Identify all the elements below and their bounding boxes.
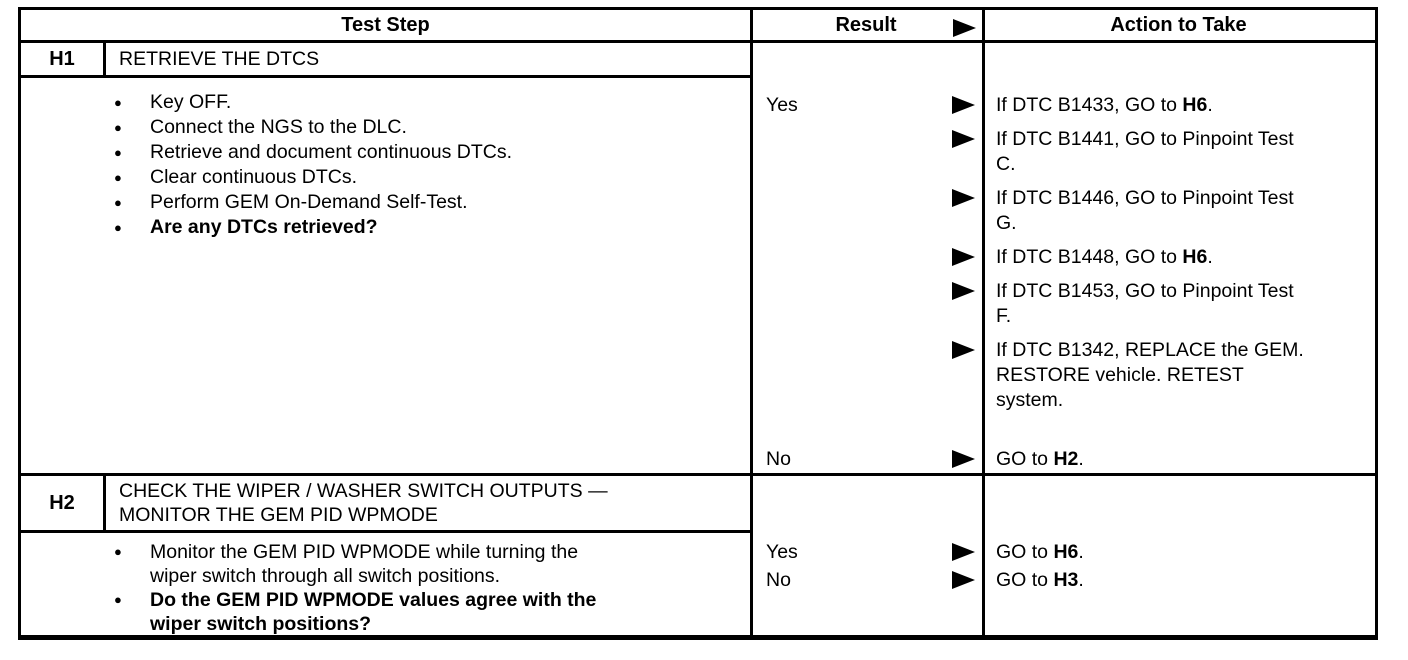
result-action-entry: If DTC B1342, REPLACE the GEM.RESTORE ve… (750, 338, 1375, 413)
result-action-entry: Yes If DTC B1433, GO to H6. (750, 93, 1375, 118)
step-row-h1: H1 RETRIEVE THE DTCS ● Key OFF. ● Connec… (21, 43, 1375, 473)
header-result-label: Result (835, 13, 897, 36)
result-label: No (766, 448, 791, 470)
result-cell: Yes (750, 93, 982, 118)
column-divider-result-action (982, 10, 985, 635)
result-cell: No (750, 568, 982, 593)
result-label: Yes (766, 94, 798, 116)
bullet-icon: ● (114, 145, 122, 160)
result-action-area: Yes If DTC B1433, GO to H6. If DTC B1441… (750, 43, 1375, 473)
result-arrow-icon (952, 282, 975, 300)
step-header: H1 RETRIEVE THE DTCS (21, 43, 750, 78)
action-text: GO to H2. (996, 448, 1084, 470)
instruction-text: Connect the NGS to the DLC. (150, 116, 407, 138)
result-cell (750, 127, 982, 177)
action-text: GO to H3. (996, 569, 1084, 591)
bullet-icon: ● (114, 592, 122, 607)
result-action-entry: No GO to H2. (750, 447, 1375, 472)
result-arrow-icon (952, 189, 975, 207)
result-cell (750, 245, 982, 270)
result-action-entry: Yes GO to H6. (750, 540, 1375, 565)
result-cell (750, 186, 982, 236)
list-item: ● Clear continuous DTCs. (21, 165, 750, 190)
test-step-cell: H2 CHECK THE WIPER / WASHER SWITCH OUTPU… (21, 476, 750, 635)
result-action-entry: If DTC B1448, GO to H6. (750, 245, 1375, 270)
action-text: If DTC B1448, GO to H6. (996, 246, 1213, 268)
bullet-icon: ● (114, 95, 122, 110)
result-action-entries: Yes GO to H6. No GO to H3. (750, 476, 1375, 593)
instruction-text: Key OFF. (150, 91, 232, 113)
bullet-icon: ● (114, 120, 122, 135)
result-arrow-icon (952, 571, 975, 589)
list-item: ● Monitor the GEM PID WPMODE while turni… (21, 540, 750, 588)
step-title: CHECK THE WIPER / WASHER SWITCH OUTPUTS … (119, 480, 608, 526)
header-action-to-take: Action to Take (1110, 13, 1247, 36)
result-action-area: Yes GO to H6. No GO to H3. (750, 476, 1375, 635)
table-header-row: Test Step Result Action to Take (21, 10, 1375, 43)
result-arrow-icon (952, 450, 975, 468)
bullet-icon: ● (114, 220, 122, 235)
result-cell: Yes (750, 540, 982, 565)
pinpoint-test-table: Test Step Result Action to Take H1 RETRI… (18, 7, 1378, 640)
step-id: H1 (21, 43, 106, 75)
list-item: ● Connect the NGS to the DLC. (21, 115, 750, 140)
result-arrow-icon (952, 130, 975, 148)
step-title: RETRIEVE THE DTCS (119, 48, 320, 70)
result-label: Yes (766, 541, 798, 563)
result-arrow-icon (952, 341, 975, 359)
instruction-question: Are any DTCs retrieved? (150, 216, 378, 238)
table-inner: Test Step Result Action to Take H1 RETRI… (21, 10, 1375, 635)
instruction-text: Perform GEM On-Demand Self-Test. (150, 191, 468, 213)
header-result: Result (750, 14, 982, 37)
result-cell (750, 279, 982, 329)
step-id: H2 (21, 476, 106, 530)
instruction-text: Retrieve and document continuous DTCs. (150, 141, 513, 163)
instruction-text: Monitor the GEM PID WPMODE while turning… (150, 541, 579, 587)
result-label: No (766, 569, 791, 591)
bullet-icon: ● (114, 170, 122, 185)
result-action-entry: No GO to H3. (750, 568, 1375, 593)
list-item: ● Retrieve and document continuous DTCs. (21, 140, 750, 165)
instruction-text: Clear continuous DTCs. (150, 166, 357, 188)
bullet-icon: ● (114, 544, 122, 559)
action-text: If DTC B1433, GO to H6. (996, 94, 1213, 116)
step-instructions: ● Monitor the GEM PID WPMODE while turni… (21, 533, 750, 635)
result-arrow-icon (952, 543, 975, 561)
action-text: If DTC B1342, REPLACE the GEM.RESTORE ve… (996, 339, 1304, 411)
step-row-h2: H2 CHECK THE WIPER / WASHER SWITCH OUTPU… (21, 473, 1375, 635)
result-cell: No (750, 447, 982, 472)
step-instructions: ● Key OFF. ● Connect the NGS to the DLC.… (21, 78, 750, 240)
action-text: GO to H6. (996, 541, 1084, 563)
list-item: ● Do the GEM PID WPMODE values agree wit… (21, 588, 750, 635)
list-item: ● Perform GEM On-Demand Self-Test. (21, 190, 750, 215)
list-item: ● Are any DTCs retrieved? (21, 215, 750, 240)
test-step-cell: H1 RETRIEVE THE DTCS ● Key OFF. ● Connec… (21, 43, 750, 473)
instruction-question: Do the GEM PID WPMODE values agree with … (150, 589, 597, 635)
step-header: H2 CHECK THE WIPER / WASHER SWITCH OUTPU… (21, 476, 750, 533)
header-test-step: Test Step (341, 13, 430, 36)
bullet-icon: ● (114, 195, 122, 210)
result-action-entries: Yes If DTC B1433, GO to H6. If DTC B1441… (750, 43, 1375, 472)
column-divider-test-step-result (750, 10, 753, 635)
result-arrow-icon (952, 96, 975, 114)
result-cell (750, 338, 982, 413)
result-arrow-icon (952, 248, 975, 266)
list-item: ● Key OFF. (21, 90, 750, 115)
result-arrow-icon (953, 18, 976, 37)
